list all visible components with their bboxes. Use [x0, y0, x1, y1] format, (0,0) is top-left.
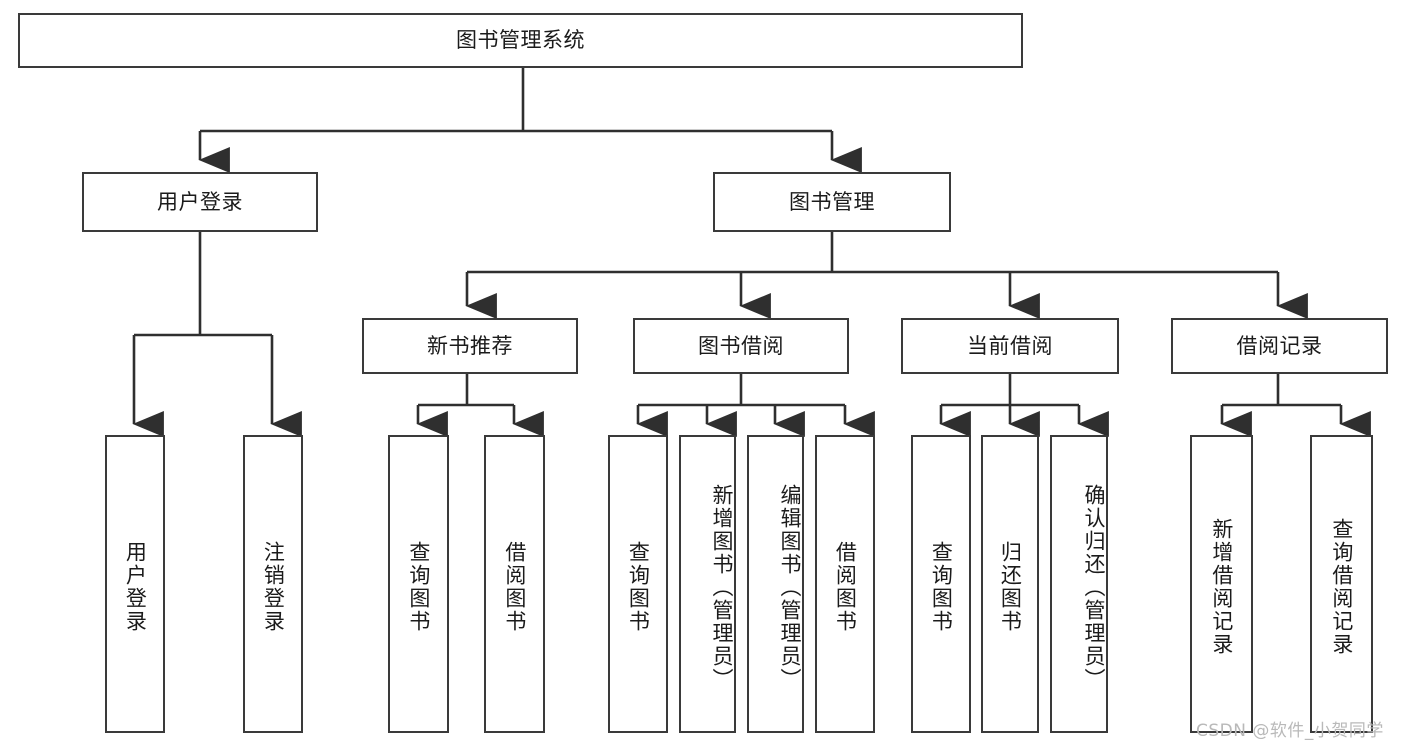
leaf-confirm-return-admin[interactable]: 确认归还（管理员） — [1050, 435, 1108, 733]
leaf-logout[interactable]: 注销登录 — [243, 435, 303, 733]
node-root[interactable]: 图书管理系统 — [18, 13, 1023, 68]
node-book-borrow[interactable]: 图书借阅 — [633, 318, 849, 374]
leaf-query-book-borrow[interactable]: 查询图书 — [608, 435, 668, 733]
node-borrow-record[interactable]: 借阅记录 — [1171, 318, 1388, 374]
leaf-user-login[interactable]: 用户登录 — [105, 435, 165, 733]
node-book-manage[interactable]: 图书管理 — [713, 172, 951, 232]
leaf-edit-book-admin[interactable]: 编辑图书（管理员） — [747, 435, 804, 733]
leaf-return-book[interactable]: 归还图书 — [981, 435, 1039, 733]
leaf-add-borrow-record[interactable]: 新增借阅记录 — [1190, 435, 1253, 733]
leaf-add-book-admin[interactable]: 新增图书（管理员） — [679, 435, 736, 733]
leaf-query-book-current[interactable]: 查询图书 — [911, 435, 971, 733]
csdn-watermark: CSDN @软件_小贺同学 — [1196, 721, 1384, 741]
leaf-query-borrow-record[interactable]: 查询借阅记录 — [1310, 435, 1373, 733]
leaf-borrow-book[interactable]: 借阅图书 — [815, 435, 875, 733]
node-user-login[interactable]: 用户登录 — [82, 172, 318, 232]
node-current-borrow[interactable]: 当前借阅 — [901, 318, 1119, 374]
leaf-borrow-book-newbook[interactable]: 借阅图书 — [484, 435, 545, 733]
leaf-query-book-newbook[interactable]: 查询图书 — [388, 435, 449, 733]
node-new-book-recommend[interactable]: 新书推荐 — [362, 318, 578, 374]
